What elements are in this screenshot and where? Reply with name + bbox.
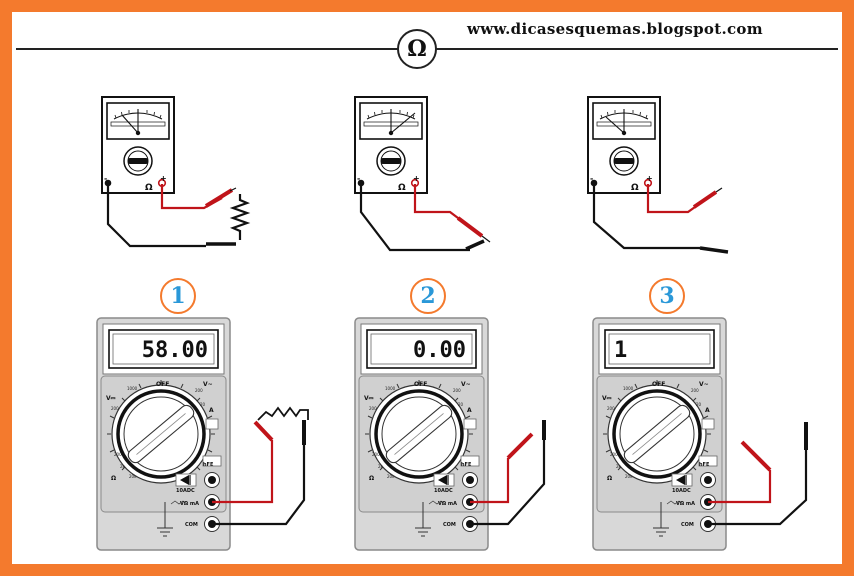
black-probe-2 (465, 239, 485, 251)
step-number: 1 (170, 283, 186, 309)
analog-plus-label: + (413, 174, 420, 183)
analog-ohm-label: Ω (631, 183, 639, 193)
analog-needle-1 (121, 114, 139, 134)
hfe-label: hFE (699, 462, 710, 468)
step-number: 3 (659, 283, 675, 309)
red-probe-digital-3 (740, 440, 772, 472)
hfe-label: hFE (203, 462, 214, 468)
step-badge-2: 2 (410, 278, 446, 314)
step-badge-1: 1 (160, 278, 196, 314)
amp-label: A (467, 407, 472, 414)
black-lead-digital-3 (708, 450, 808, 526)
step-badge-3: 3 (649, 278, 685, 314)
red-probe-3 (692, 190, 718, 209)
jack-vma-label: VΩ mA (180, 501, 199, 507)
v-dc-label: V⎓ (106, 395, 116, 402)
digital-meter-3 (591, 316, 728, 552)
analog-minus-label: - (357, 174, 360, 183)
analog-needle-3 (605, 116, 625, 134)
analog-plus-label: + (160, 174, 167, 183)
jack-com-label: COM (443, 522, 456, 528)
v-ac-label: V~ (699, 381, 709, 388)
v-ac-label: V~ (461, 381, 471, 388)
analog-minus-label: - (104, 174, 107, 183)
analog-minus-label: - (590, 174, 593, 183)
v-dc-label: V⎓ (602, 395, 612, 402)
black-lead-2 (359, 184, 470, 252)
off-label: OFF (652, 381, 665, 388)
resistor-1 (229, 194, 251, 240)
range-10adc-label: 10ADC (434, 488, 453, 494)
red-lead-digital-2 (470, 458, 510, 504)
red-probe-1 (204, 188, 234, 208)
black-lead-digital-2 (470, 440, 546, 526)
red-lead-digital-3 (708, 470, 772, 504)
jack-vma-label: VΩ mA (676, 501, 695, 507)
black-lead-1 (106, 184, 206, 248)
ohm-label: Ω (369, 475, 374, 482)
step-number: 2 (420, 283, 436, 309)
source-url: www.dicasesquemas.blogspot.com (467, 20, 763, 38)
v-ac-label: V~ (203, 381, 213, 388)
red-probe-digital-2 (506, 432, 534, 460)
ohm-label: Ω (607, 475, 612, 482)
lcd-reading-3: 1 (614, 338, 627, 363)
red-lead-digital-1 (212, 440, 274, 504)
analog-needle-2 (390, 112, 416, 134)
jack-vma-label: VΩ mA (438, 501, 457, 507)
ohm-label: Ω (111, 475, 116, 482)
black-lead-digital-1 (212, 445, 306, 526)
red-probe-digital-1 (253, 420, 274, 442)
black-lead-3 (592, 184, 700, 250)
ohm-symbol-badge: Ω (397, 29, 437, 69)
range-10adc-label: 10ADC (672, 488, 691, 494)
hfe-label: hFE (461, 462, 472, 468)
analog-ohm-label: Ω (398, 183, 406, 193)
jack-com-label: COM (185, 522, 198, 528)
red-probe-2 (456, 216, 484, 238)
amp-label: A (705, 407, 710, 414)
v-dc-label: V⎓ (364, 395, 374, 402)
ohm-symbol: Ω (407, 36, 427, 62)
off-label: OFF (414, 381, 427, 388)
lcd-reading-2: 0.00 (413, 338, 466, 363)
analog-plus-label: + (646, 174, 653, 183)
resistor-digital-1 (257, 406, 309, 421)
amp-label: A (209, 407, 214, 414)
analog-ohm-label: Ω (145, 183, 153, 193)
off-label: OFF (156, 381, 169, 388)
range-10adc-label: 10ADC (176, 488, 195, 494)
lcd-reading-1: 58.00 (142, 338, 208, 363)
black-probe-3 (699, 246, 729, 254)
jack-com-label: COM (681, 522, 694, 528)
